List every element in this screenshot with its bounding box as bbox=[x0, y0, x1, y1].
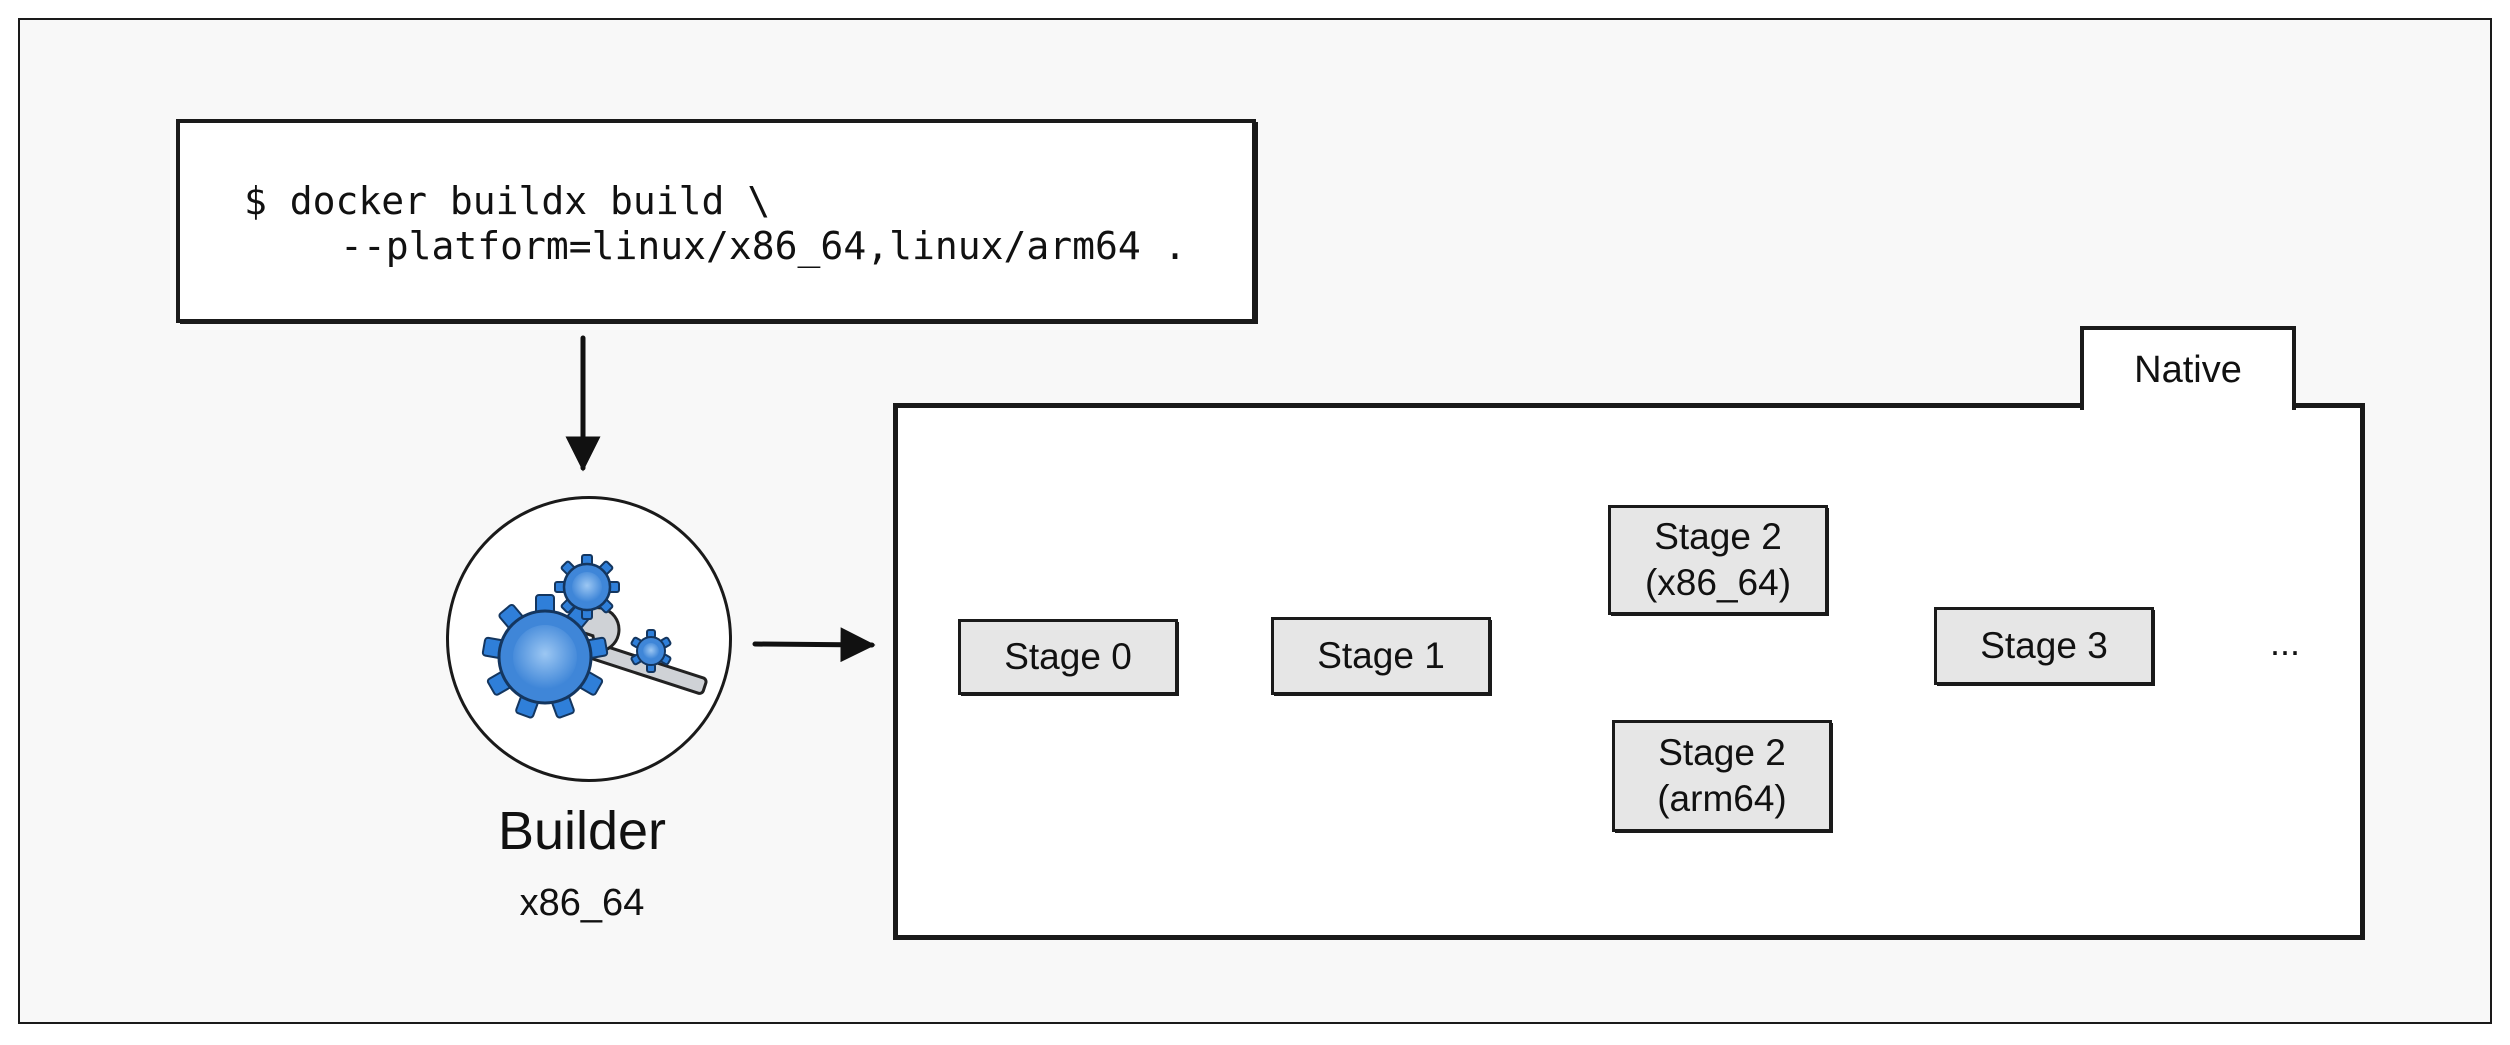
stage-2-x86-64-label: Stage 2 bbox=[1654, 516, 1782, 557]
stage-3: Stage 3 bbox=[1934, 607, 2154, 685]
command-line-2: --platform=linux/x86_64,linux/arm64 . bbox=[340, 224, 1187, 268]
small-gear-icon bbox=[554, 554, 620, 620]
builder-node bbox=[446, 496, 732, 782]
stage-3-label: Stage 3 bbox=[1980, 625, 2108, 666]
stage-2-arm64-sub: (arm64) bbox=[1657, 778, 1787, 819]
continuation-ellipsis: ... bbox=[2270, 622, 2301, 663]
stage-2-x86-64-sub: (x86_64) bbox=[1644, 562, 1792, 603]
stage-2-arm64: Stage 2 (arm64) bbox=[1612, 720, 1832, 832]
builder-title: Builder bbox=[497, 801, 667, 861]
builder-arch: x86_64 bbox=[519, 882, 645, 924]
command-box: $ docker buildx build \ --platform=linux… bbox=[176, 119, 1256, 323]
large-gear-icon bbox=[481, 594, 609, 719]
stage-1-label: Stage 1 bbox=[1317, 635, 1445, 676]
stage-0: Stage 0 bbox=[958, 619, 1178, 695]
stage-2-arm64-label: Stage 2 bbox=[1658, 732, 1786, 773]
native-tab: Native bbox=[2080, 326, 2296, 410]
arrow-builder-to-native bbox=[752, 627, 876, 663]
tiny-gear-icon bbox=[630, 629, 672, 673]
stage-2-x86-64: Stage 2 (x86_64) bbox=[1608, 505, 1828, 615]
command-line-1: $ docker buildx build \ bbox=[244, 179, 771, 223]
stage-0-label: Stage 0 bbox=[1004, 636, 1132, 677]
stage-1: Stage 1 bbox=[1271, 617, 1491, 695]
gears-wrench-icon bbox=[481, 554, 708, 719]
